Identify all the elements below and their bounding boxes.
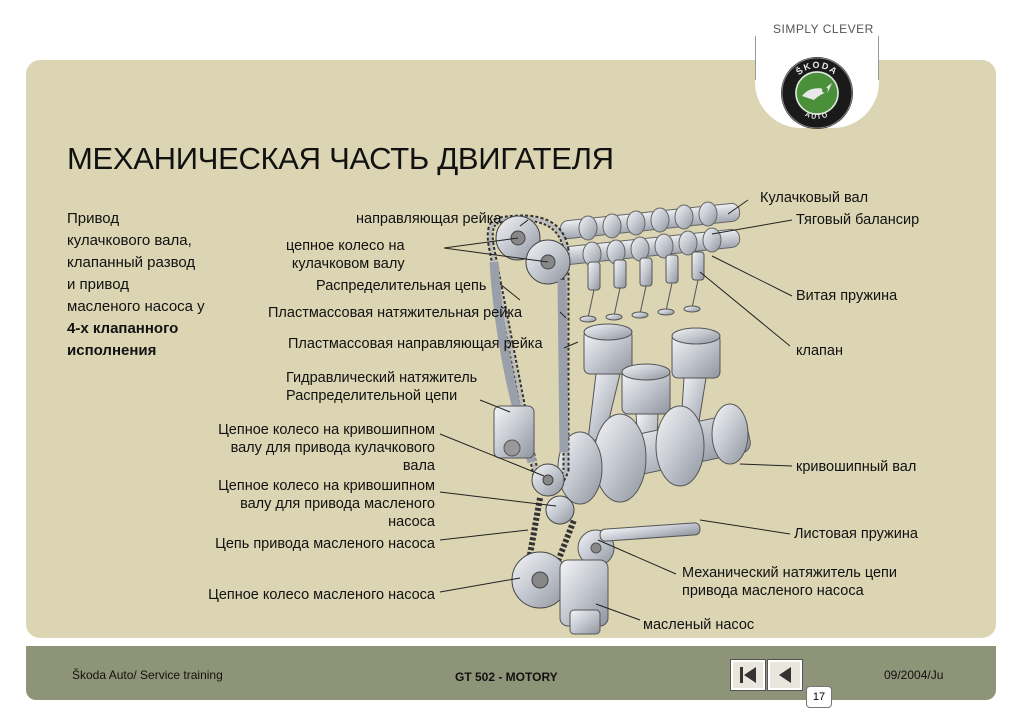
arrow-left-icon bbox=[779, 667, 791, 683]
label-hydraulic-tensioner: Гидравлический натяжитель Распределитель… bbox=[286, 369, 477, 405]
label-line: Гидравлический натяжитель bbox=[286, 370, 478, 386]
valves-shape bbox=[579, 251, 705, 323]
page-title: МЕХАНИЧЕСКАЯ ЧАСТЬ ДВИГАТЕЛЯ bbox=[67, 141, 614, 176]
label-guide-rail: направляющая рейка bbox=[356, 211, 502, 227]
label-crank-sprocket-oil: Цепное колесо на кривошипном валу для пр… bbox=[176, 477, 435, 531]
label-line: Цепное колесо на кривошипном bbox=[218, 422, 435, 438]
label-valve: клапан bbox=[796, 343, 843, 359]
label-mech-tensioner: Механический натяжитель цепи привода мас… bbox=[682, 564, 897, 600]
label-crankshaft: кривошипный вал bbox=[796, 459, 917, 475]
label-line: валу для привода масленого bbox=[240, 496, 435, 512]
description: Привод кулачкового вала, клапанный разво… bbox=[67, 208, 205, 362]
label-line: Цепное колесо на кривошипном bbox=[218, 478, 435, 494]
camshaft-shape bbox=[559, 201, 741, 267]
label-line: Распределительной цепи bbox=[286, 388, 458, 404]
page-number: 17 bbox=[806, 686, 832, 708]
description-line: Привод bbox=[67, 210, 120, 227]
footer-bar bbox=[26, 646, 996, 700]
label-line: вала bbox=[402, 458, 435, 474]
first-page-button[interactable] bbox=[731, 660, 765, 690]
skip-back-icon bbox=[740, 667, 756, 683]
previous-page-button[interactable] bbox=[768, 660, 802, 690]
description-bold-line: 4-х клапанного bbox=[67, 320, 179, 337]
oil-pump-sprocket-shape bbox=[511, 551, 569, 609]
label-line: цепное колесо на bbox=[286, 238, 405, 254]
label-line: валу для привода кулачкового bbox=[230, 440, 435, 456]
leader-lines bbox=[439, 199, 793, 621]
svg-text:AUTO: AUTO bbox=[804, 111, 830, 121]
description-line: клапанный развод bbox=[67, 254, 196, 271]
label-coil-spring: Витая пружина bbox=[796, 288, 898, 304]
label-oil-pump: масленый насос bbox=[643, 617, 755, 633]
hydraulic-tensioner-shape bbox=[493, 405, 535, 459]
label-leaf-spring: Листовая пружина bbox=[794, 526, 918, 542]
label-oil-pump-chain: Цепь привода масленого насоса bbox=[215, 536, 435, 552]
label-camshaft: Кулачковый вал bbox=[760, 190, 869, 206]
footer-title: GT 502 - MOTORY bbox=[455, 670, 558, 684]
logo-text-bottom: AUTO bbox=[804, 111, 829, 121]
label-line: кулачковом валу bbox=[291, 256, 405, 272]
label-cam-sprocket: цепное колесо на кулачковом валу bbox=[286, 237, 405, 273]
crankshaft-shape bbox=[557, 403, 751, 505]
label-line: привода масленого насоса bbox=[682, 583, 864, 599]
label-line: Механический натяжитель цепи bbox=[682, 565, 897, 581]
label-crank-sprocket-cam: Цепное колесо на кривошипном валу для пр… bbox=[176, 421, 435, 475]
label-oil-pump-sprocket: Цепное колесо масленого насоса bbox=[208, 587, 435, 603]
label-timing-chain: Распределительная цепь bbox=[316, 278, 487, 294]
label-plastic-tensioner-rail: Пластмассовая натяжительная рейка bbox=[268, 305, 523, 321]
oil-pump-shape bbox=[559, 559, 609, 635]
label-plastic-guide-rail: Пластмассовая направляющая рейка bbox=[288, 336, 543, 352]
description-line: кулачкового вала, bbox=[67, 232, 192, 249]
mech-tensioner-shape bbox=[577, 522, 701, 567]
description-line: масленого насоса у bbox=[67, 298, 205, 315]
crank-sprocket-shape bbox=[531, 463, 575, 525]
footer-left: Škoda Auto/ Service training bbox=[72, 668, 223, 682]
slogan: SIMPLY CLEVER bbox=[773, 22, 874, 36]
cam-sprocket-shape bbox=[495, 215, 571, 285]
description-line: и привод bbox=[67, 276, 129, 293]
label-balancer: Тяговый балансир bbox=[796, 212, 920, 228]
label-line: насоса bbox=[388, 514, 435, 530]
skoda-logo: ŠKODA AUTO bbox=[781, 57, 853, 129]
footer-date: 09/2004/Ju bbox=[884, 668, 944, 682]
description-bold-line: исполнения bbox=[67, 342, 157, 359]
